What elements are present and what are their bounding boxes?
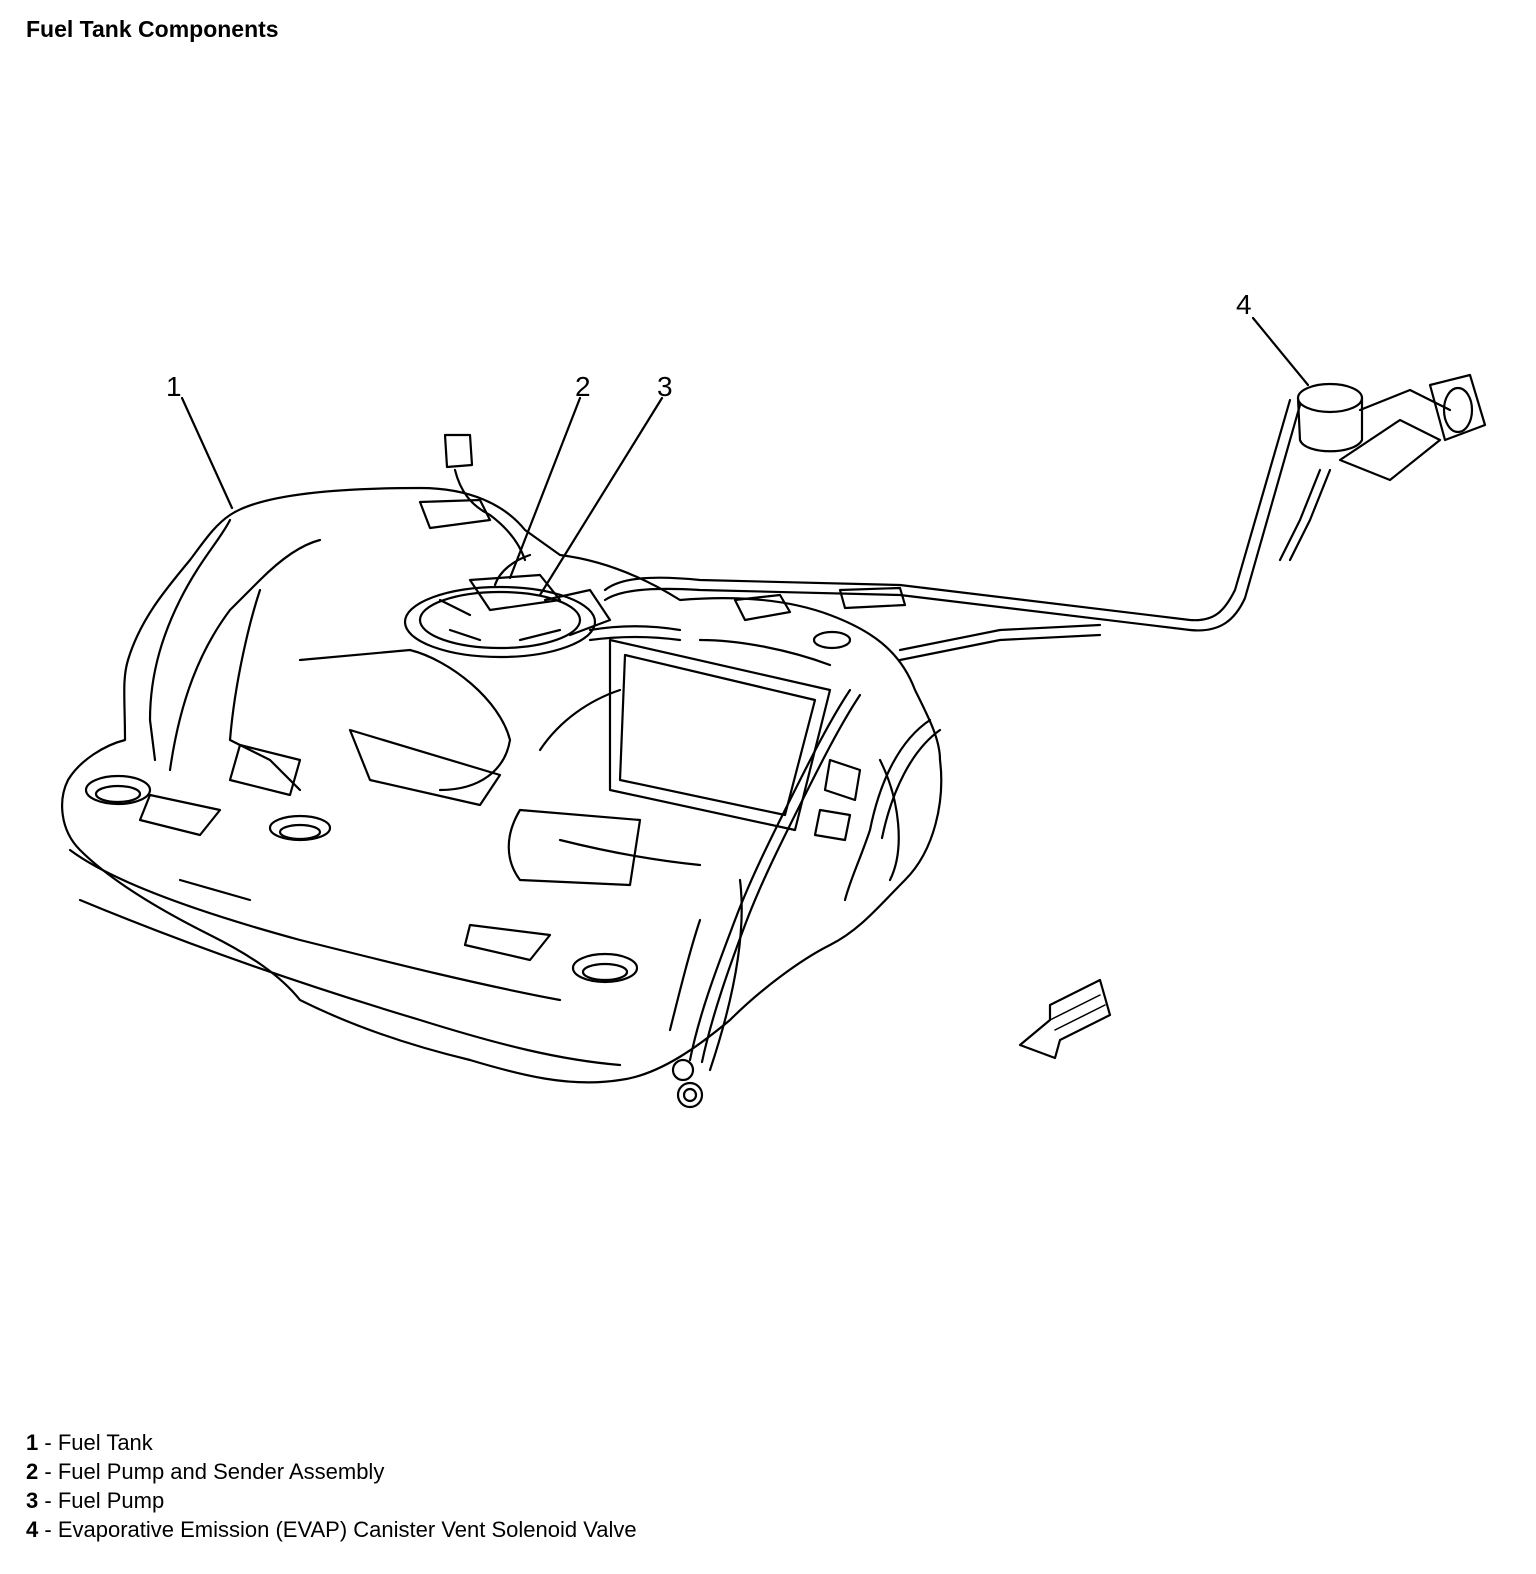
evap-vent-solenoid-and-filler — [1278, 373, 1487, 562]
diagram-title: Fuel Tank Components — [26, 16, 279, 42]
callout-1: 1 — [166, 371, 182, 402]
leader-line-2 — [508, 396, 582, 580]
leader-line-1 — [180, 396, 234, 510]
leader-line-3 — [538, 396, 664, 597]
fuel-tank-body — [61, 486, 943, 1084]
legend-item: 1 - Fuel Tank — [26, 1430, 153, 1455]
fuel-pump-sender-assembly — [403, 433, 612, 659]
callout-3: 3 — [657, 371, 673, 402]
callout-2: 2 — [575, 371, 591, 402]
fuel-lines — [588, 398, 1302, 1109]
legend-item: 4 - Evaporative Emission (EVAP) Canister… — [26, 1517, 637, 1542]
legend: 1 - Fuel Tank 2 - Fuel Pump and Sender A… — [26, 1428, 637, 1544]
front-direction-arrow — [1018, 978, 1112, 1060]
leader-line-4 — [1251, 316, 1310, 387]
legend-item: 2 - Fuel Pump and Sender Assembly — [26, 1459, 385, 1484]
callout-4: 4 — [1236, 289, 1252, 320]
legend-item: 3 - Fuel Pump — [26, 1488, 165, 1513]
